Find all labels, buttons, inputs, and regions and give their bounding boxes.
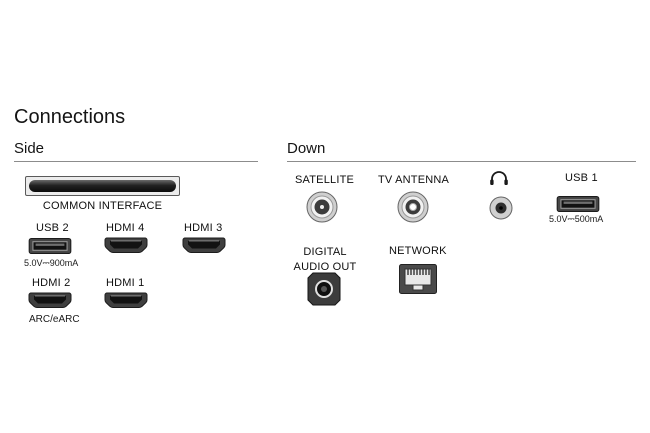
usb1-label: USB 1: [565, 172, 598, 184]
hdmi2-label: HDMI 2: [32, 277, 71, 289]
satellite-label: SATELLITE: [295, 174, 355, 186]
usb1-spec: 5.0V⎓500mA: [549, 214, 604, 224]
usb2-port-icon: [28, 238, 72, 254]
section-heading-down: Down: [287, 140, 326, 157]
common-interface-slot-bar: [29, 180, 176, 192]
section-heading-side: Side: [14, 140, 45, 157]
hdmi4-label: HDMI 4: [106, 222, 145, 234]
hdmi2-arc-label: ARC/eARC: [29, 314, 80, 325]
hdmi4-port-icon: [104, 237, 148, 255]
digital-audio-out-port-icon: [307, 272, 341, 306]
network-port-icon: [399, 264, 437, 294]
hdmi2-port-icon: [28, 292, 72, 310]
network-label: NETWORK: [389, 245, 447, 257]
headphone-jack-icon: [489, 196, 513, 220]
tv-antenna-connector-icon: [397, 191, 429, 223]
tv-antenna-label: TV ANTENNA: [378, 174, 450, 186]
hdmi3-port-icon: [182, 237, 226, 255]
common-interface-label: COMMON INTERFACE: [42, 200, 163, 212]
digital-audio-out-label: DIGITAL AUDIO OUT: [293, 246, 357, 273]
common-interface-slot-icon: [25, 176, 180, 196]
hdmi3-label: HDMI 3: [184, 222, 223, 234]
hdmi1-label: HDMI 1: [106, 277, 145, 289]
hdmi1-port-icon: [104, 292, 148, 310]
page-title: Connections: [14, 106, 126, 128]
satellite-connector-icon: [306, 191, 338, 223]
side-divider: [14, 161, 258, 162]
headphones-icon: [489, 170, 509, 186]
usb2-label: USB 2: [36, 222, 69, 234]
down-divider: [287, 161, 636, 162]
usb2-spec: 5.0V⎓900mA: [24, 258, 79, 268]
usb1-port-icon: [556, 196, 600, 212]
